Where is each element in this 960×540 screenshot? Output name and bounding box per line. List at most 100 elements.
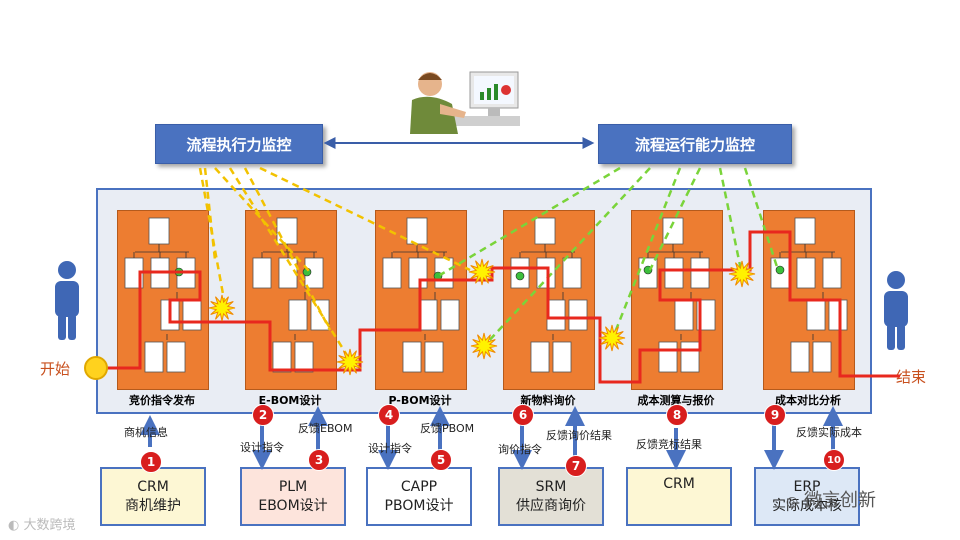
execution-monitor-lines [198, 166, 471, 361]
tree-node [382, 257, 402, 289]
system-name: CAPP [400, 478, 438, 495]
stage-label-4: 新物料询价 [520, 394, 576, 407]
tree-node [272, 341, 292, 373]
tree-node [796, 257, 816, 289]
start-node [84, 356, 108, 380]
alert-burst-icon [728, 260, 756, 288]
tree-node [148, 217, 170, 245]
tree-node [562, 257, 582, 289]
tree-node [182, 299, 202, 331]
wechat-icon: ◎ [786, 494, 799, 510]
system-box-crm-1: CRM 商机维护 [100, 467, 206, 526]
alert-burst-icon [468, 258, 496, 286]
tree-node [690, 257, 710, 289]
tree-node [806, 299, 826, 331]
flow-label-4: 设计指令 [368, 442, 412, 455]
system-name: CRM [137, 478, 169, 495]
capability-monitor-box: 流程运行能力监控 [598, 124, 792, 164]
alert-bursts [208, 258, 756, 376]
tree-node [828, 299, 848, 331]
flow-label-2: 设计指令 [240, 441, 284, 454]
tree-node [822, 257, 842, 289]
tree-node [674, 299, 694, 331]
tree-node [288, 299, 308, 331]
execution-monitor-box: 流程执行力监控 [155, 124, 323, 164]
flow-label-5: 反馈PBOM [420, 422, 475, 435]
tree-node [794, 217, 816, 245]
start-label: 开始 [40, 360, 71, 378]
process-path [96, 230, 900, 384]
system-box-erp: ERP 实际成本核 [754, 467, 860, 526]
stage-label-5: 成本测算与报价 [637, 394, 715, 407]
tree-node [440, 299, 460, 331]
flow-badge-7: 7 [565, 455, 587, 477]
tree-node [536, 257, 556, 289]
system-function: 商机维护 [125, 497, 181, 514]
tree-node [294, 341, 314, 373]
flow-label-3: 反馈EBOM [298, 422, 353, 435]
system-name: SRM [535, 478, 567, 495]
system-box-capp: CAPP PBOM设计 [366, 467, 472, 526]
flow-badge-5: 5 [430, 449, 452, 471]
wechat-watermark: ◎ 微言创新 [786, 486, 876, 512]
tree-node [418, 299, 438, 331]
flow-badge-9: 9 [764, 404, 786, 426]
tree-node [546, 299, 566, 331]
system-name: CRM [663, 476, 695, 492]
tree-node [552, 341, 572, 373]
flow-badge-2: 2 [252, 404, 274, 426]
person-icon-left [55, 261, 79, 340]
tree-node [402, 341, 422, 373]
flow-badge-10: 10 [823, 449, 845, 471]
flow-badge-8: 8 [666, 404, 688, 426]
flow-label-10: 反馈实际成本 [796, 426, 862, 439]
checkpoint-dot [515, 271, 525, 281]
tree-node [812, 341, 832, 373]
system-name: ERP [793, 478, 821, 495]
system-function: PBOM设计 [384, 497, 454, 514]
stage-label-1: 竞价指令发布 [129, 394, 195, 407]
tree-node [530, 341, 550, 373]
tree-node [790, 341, 810, 373]
tree-node [310, 299, 330, 331]
stage-label-6: 成本对比分析 [775, 394, 841, 407]
flow-label-1: 商机信息 [124, 426, 168, 439]
tree-node [424, 341, 444, 373]
stage-label-2: E-BOM设计 [258, 394, 322, 407]
tree-node [252, 257, 272, 289]
flow-badge-6: 6 [512, 404, 534, 426]
system-box-plm: PLM EBOM设计 [240, 467, 346, 526]
operator-figure [410, 71, 520, 134]
person-icon-right [884, 271, 908, 350]
alert-burst-icon [208, 294, 236, 322]
tree-node [658, 341, 678, 373]
alert-burst-icon [336, 348, 364, 376]
stage-label-3: P-BOM设计 [388, 394, 452, 407]
tree-node [406, 217, 428, 245]
system-name: PLM [278, 478, 308, 495]
tree-node [568, 299, 588, 331]
flow-badge-1: 1 [140, 451, 162, 473]
system-box-srm: SRM 供应商询价 [498, 467, 604, 526]
watermark-text: 大数跨境 [23, 518, 76, 533]
tree-node [166, 341, 186, 373]
corner-watermark: ◐ 大数跨境 [8, 514, 76, 533]
alert-burst-icon [598, 324, 626, 352]
tree-node [408, 257, 428, 289]
tree-node [664, 257, 684, 289]
flow-label-6: 询价指令 [498, 443, 542, 456]
end-label: 结束 [896, 368, 927, 386]
system-function: 供应商询价 [516, 497, 586, 514]
watermark-text: 微言创新 [803, 490, 876, 511]
alert-burst-icon [470, 332, 498, 360]
checkpoint-dot [775, 265, 785, 275]
flow-label-8: 反馈竞标结果 [636, 438, 702, 451]
flow-badge-3: 3 [308, 449, 330, 471]
corner-watermark-icon: ◐ [8, 518, 20, 533]
system-function: EBOM设计 [258, 497, 328, 514]
tree-node [680, 341, 700, 373]
system-function: 实际成本核 [772, 497, 842, 514]
capability-monitor-lines [439, 166, 780, 346]
